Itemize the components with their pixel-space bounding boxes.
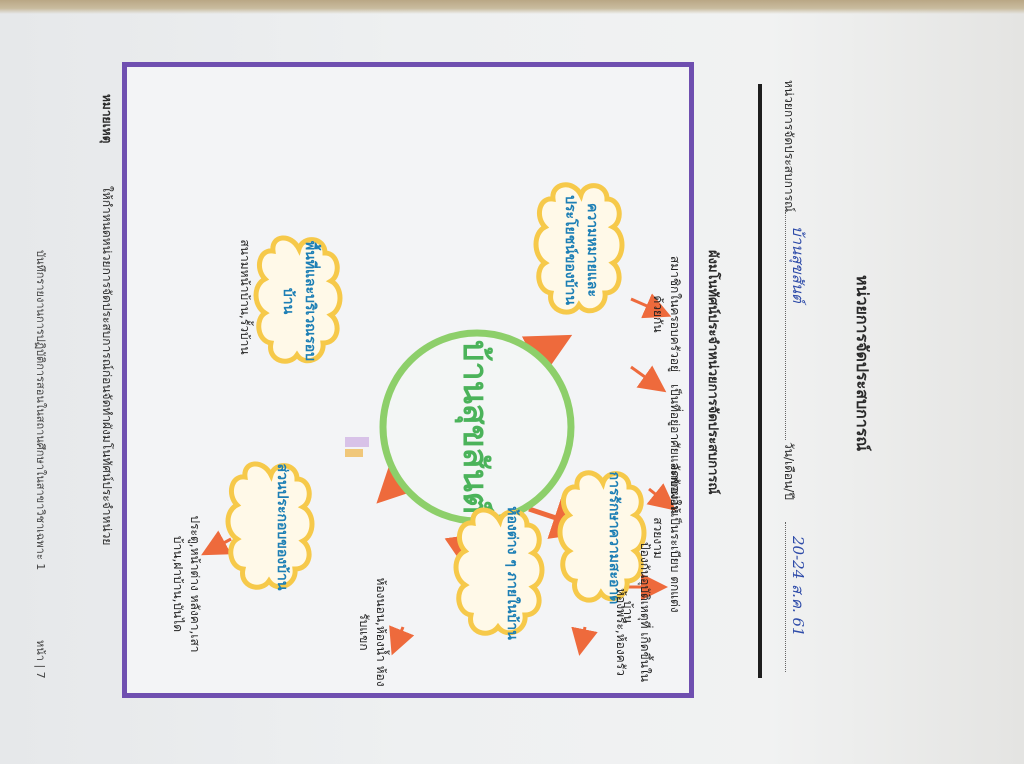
node-parts: ส่วนประกอบของบ้าน xyxy=(225,457,317,597)
leaf-meaning-1: สมาชิกในครอบครัวอยู่ด้วยกัน xyxy=(651,255,682,373)
unit-label: หน่วยการจัดประสบการณ์ xyxy=(782,80,796,213)
node-area: พื้นที่และบริเวณรอบบ้าน xyxy=(253,231,345,371)
leaf-area-1: สนามหน้าบ้าน,รั้วบ้าน xyxy=(238,239,252,355)
node-meaning: ความหมายและประโยชน์ของบ้าน xyxy=(533,175,629,325)
arrow-meaning-leaf-2 xyxy=(630,365,667,393)
cloud-shape xyxy=(225,461,315,590)
leaf-clean-2: ป้องกันอุบัติเหตุที่ เกิดขึ้นในบ้าน xyxy=(621,542,652,682)
mindmap-diagram xyxy=(201,284,677,656)
unit-handwritten: บ้านสุขสันต์ xyxy=(789,226,807,303)
cloud-shape xyxy=(557,470,647,603)
page-title: หน่วยการจัดประสบการณ์ xyxy=(853,275,872,452)
paper-edge xyxy=(0,0,1024,14)
header-rule xyxy=(758,84,762,678)
node-parts-label: ส่วนประกอบของบ้าน xyxy=(274,463,290,591)
footer-text: บันทึกรายงานการปฏิบัติการสอนในสถานศึกษาใ… xyxy=(34,250,47,571)
arrow-clean-leaf-1 xyxy=(646,483,677,511)
node-meaning-label: ความหมายและประโยชน์ของบ้าน xyxy=(562,195,600,305)
arrow-rooms-leaf-2 xyxy=(389,625,415,656)
mindmap-frame: บ้านสุขสันต์ ความหมายและประโยชน์ของบ้าน … xyxy=(122,62,694,698)
cloud-shape xyxy=(253,235,343,364)
arrow-meaning-leaf-1 xyxy=(630,293,672,319)
node-rooms-label: ห้องต่าง ๆ ภายในบ้าน xyxy=(504,506,520,640)
date-handwritten: 20-24 ส.ค. 61 xyxy=(789,536,807,637)
arrow-rooms-leaf-1 xyxy=(571,626,598,656)
note-text: ให้กำหนดหน่วยการจัดประสบการณ์ก่อนจัดทำผั… xyxy=(100,186,114,546)
section-title: ผังมโนทัศน์ประจำหน่วยการจัดประสบการณ์ xyxy=(705,250,720,495)
note-label: หมายเหตุ xyxy=(100,94,114,144)
leaf-rooms-2: ห้องนอน,ห้องน้ำ ห้องรับแขก xyxy=(357,577,388,687)
leaf-clean-1: จัดของให้เป็นระเบียบ ตกแต่ง สวยงาม xyxy=(651,463,682,613)
node-area-label: พื้นที่และบริเวณรอบบ้าน xyxy=(280,240,318,361)
node-clean: การรักษาความสะอาด xyxy=(557,463,649,613)
page-number: หน้า | 7 xyxy=(34,640,47,679)
node-rooms: ห้องต่าง ๆ ภายในบ้าน xyxy=(451,503,549,643)
arrow-parts-leaf-1 xyxy=(201,530,232,556)
date-label: วัน/เดือน/ปี xyxy=(782,442,796,500)
leaf-parts-1: ประตู,หน้าต่าง หลังคา,เสาบ้าน,ฝาบ้าน,บัน… xyxy=(171,515,202,653)
cloud-shape xyxy=(533,182,625,315)
cloud-shape xyxy=(453,507,545,636)
